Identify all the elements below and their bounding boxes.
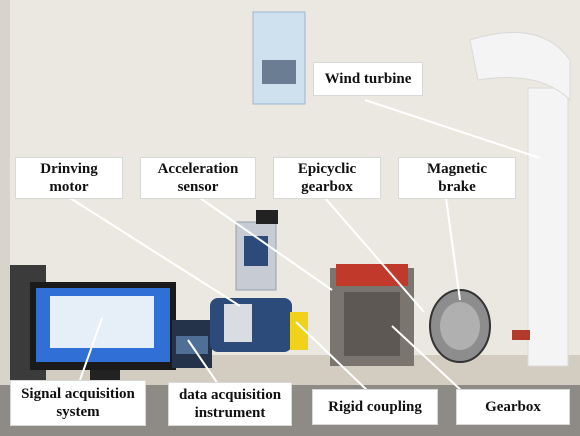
gearbox-red-cover xyxy=(336,264,408,286)
shaft-red-part xyxy=(512,330,530,340)
label-wind-turbine: Wind turbine xyxy=(313,62,423,96)
label-data-acquisition-instrument: data acquisition instrument xyxy=(168,382,292,426)
leader-signal-acquisition xyxy=(79,317,103,381)
label-driving-motor: Drinving motor xyxy=(15,157,123,199)
tachometer xyxy=(256,210,278,224)
leader-lines xyxy=(69,99,541,394)
leader-driving-motor xyxy=(69,197,241,307)
label-magnetic-brake: Magnetic brake xyxy=(398,157,516,199)
poster-image xyxy=(262,60,296,84)
wall-poster xyxy=(252,11,306,105)
motor-plate xyxy=(224,304,252,342)
label-gearbox: Gearbox xyxy=(456,389,570,425)
leader-gearbox xyxy=(391,325,465,394)
label-epicyclic-gearbox: Epicyclic gearbox xyxy=(273,157,381,199)
leader-data-acquisition xyxy=(187,339,219,385)
rigid-coupling-part xyxy=(290,312,308,350)
leader-epicyclic-gearbox xyxy=(324,197,425,313)
wind-turbine-head xyxy=(469,31,571,102)
controller-display xyxy=(244,236,268,266)
monitor-window xyxy=(50,296,154,348)
wind-turbine-pillar xyxy=(527,87,569,367)
monitor-stand xyxy=(90,370,120,382)
gearbox-front-plate xyxy=(344,292,400,356)
magnetic-brake-hub xyxy=(440,302,480,350)
label-rigid-coupling: Rigid coupling xyxy=(312,389,438,425)
leader-rigid-coupling xyxy=(295,321,371,394)
label-acceleration-sensor: Acceleration sensor xyxy=(140,157,256,199)
leader-magnetic-brake xyxy=(445,197,461,301)
leader-acceleration-sensor xyxy=(199,197,333,291)
wall-left-edge xyxy=(0,0,10,436)
leader-wind-turbine xyxy=(364,99,541,159)
label-signal-acquisition-system: Signal acquisition system xyxy=(10,380,146,426)
